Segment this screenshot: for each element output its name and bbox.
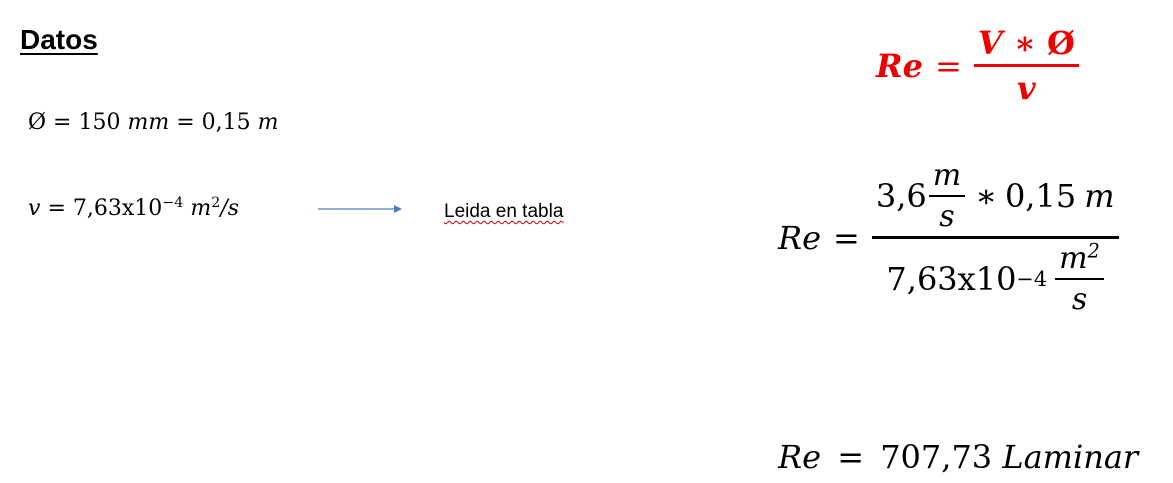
viscosity-unit-fraction: m2 s <box>1055 241 1104 317</box>
viscosity-exponent: −4 <box>162 195 184 212</box>
calc-fraction: 3,6 m s ∗ 0,15 m 7,63x10−4 m2 s <box>871 158 1119 317</box>
calc-fraction-bar <box>871 236 1119 239</box>
formula-lhs: Re <box>876 46 923 85</box>
calc-velocity: 3,6 <box>875 177 927 215</box>
viscosity-unit-bar <box>1055 278 1104 280</box>
viscosity-unit-base: m <box>1059 241 1088 276</box>
calc-equals: = <box>833 218 860 257</box>
result-value: 707,73 <box>880 438 993 476</box>
source-note: Leida en tabla <box>444 201 564 222</box>
unit-m: m <box>257 110 279 135</box>
equals-sign: = <box>176 110 195 135</box>
viscosity-unit-numerator: m2 <box>1055 241 1104 278</box>
calc-lhs: Re <box>778 218 822 257</box>
calc-diameter-unit: m <box>1084 177 1115 215</box>
formula-operator: ∗ <box>1013 24 1036 62</box>
arrow-right-icon <box>318 205 402 213</box>
page-title: Datos <box>20 24 98 55</box>
velocity-unit-bar <box>928 195 966 197</box>
viscosity-unit-exponent: 2 <box>211 195 221 212</box>
velocity-unit-fraction: m s <box>928 158 966 234</box>
result-lhs: Re <box>778 438 822 476</box>
result-equals: = <box>837 438 865 476</box>
calc-diameter: 0,15 <box>1004 177 1077 215</box>
equals-sign: = <box>53 110 72 135</box>
calc-numerator: 3,6 m s ∗ 0,15 m <box>872 158 1119 236</box>
unit-mm: mm <box>127 110 170 135</box>
velocity-unit-denominator: s <box>939 199 955 234</box>
calc-visc-mantissa: 7,63x10 <box>886 260 1017 298</box>
formula-numerator: V ∗ Ø <box>974 24 1079 64</box>
calc-denominator: 7,63x10−4 m2 s <box>882 239 1108 317</box>
viscosity-equation: v = 7,63x10−4 m2/s <box>28 196 239 221</box>
formula-velocity: V <box>977 24 1003 62</box>
formula-denominator: v <box>1017 69 1036 107</box>
viscosity-unit-exp: 2 <box>1087 239 1100 263</box>
viscosity-mantissa: 7,63x10 <box>72 196 163 221</box>
formula-fraction: V ∗ Ø v <box>973 24 1079 107</box>
calc-operator: ∗ <box>975 177 997 215</box>
viscosity-unit-base: m <box>190 196 212 221</box>
reynolds-formula: Re = V ∗ Ø v <box>876 24 1079 107</box>
viscosity-symbol: v <box>28 196 41 221</box>
viscosity-unit-denominator: s <box>1071 282 1088 317</box>
reynolds-result: Re = 707,73 Laminar <box>778 438 1138 476</box>
diameter-equation: Ø = 150 mm = 0,15 m <box>28 110 279 135</box>
velocity-unit-numerator: m <box>932 158 962 193</box>
diameter-symbol: Ø <box>28 110 47 135</box>
viscosity-unit-tail: /s <box>220 196 240 221</box>
result-regime: Laminar <box>1002 438 1139 476</box>
reynolds-calculation: Re = 3,6 m s ∗ 0,15 m 7,63x10−4 m2 s <box>778 158 1119 317</box>
diameter-value-m: 0,15 <box>201 110 251 135</box>
formula-equals: = <box>934 46 962 85</box>
diameter-value-mm: 150 <box>78 110 121 135</box>
equals-sign: = <box>47 196 66 221</box>
formula-diameter: Ø <box>1046 24 1075 62</box>
formula-fraction-bar <box>973 64 1079 67</box>
